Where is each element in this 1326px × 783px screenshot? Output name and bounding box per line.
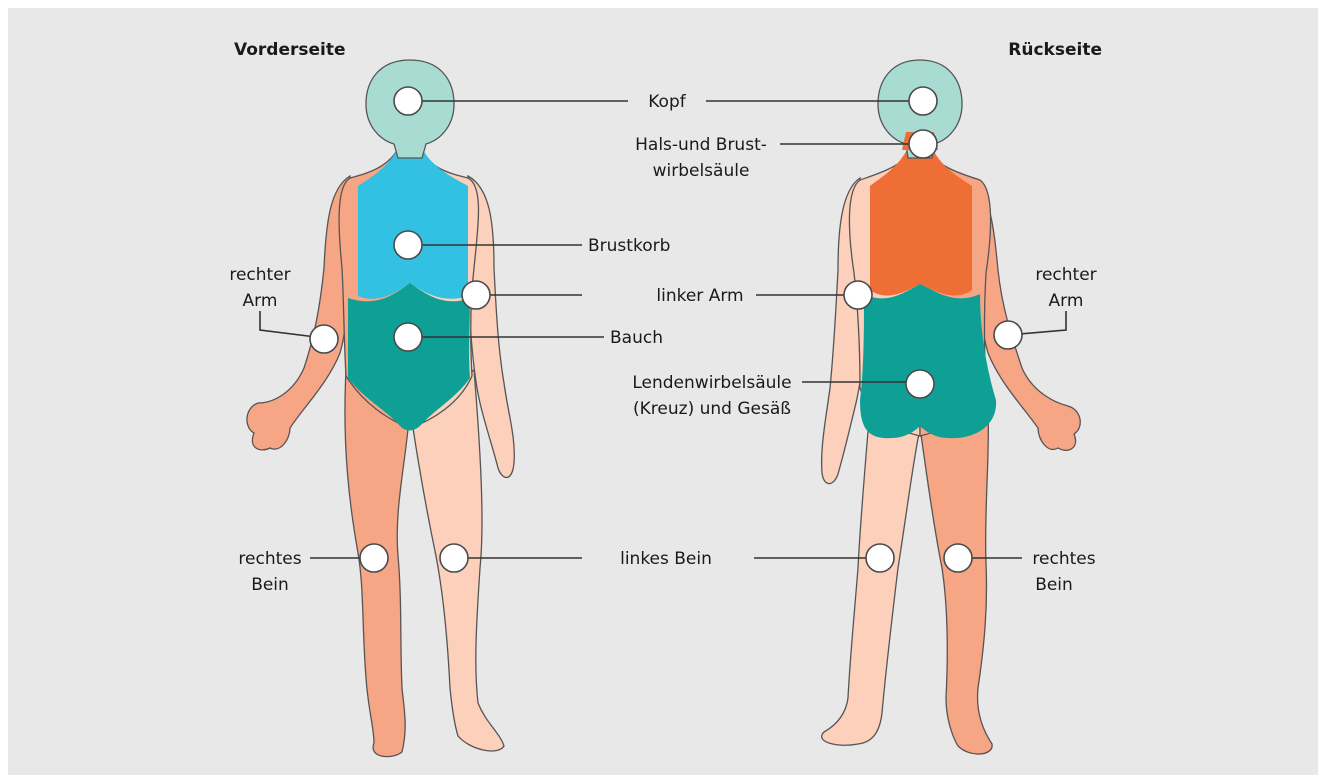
label-hals-line1: Hals-und Brust- bbox=[635, 135, 767, 155]
label-lendenwirbel-line2: (Kreuz) und Gesäß bbox=[633, 399, 791, 419]
marker-front-bauch[interactable] bbox=[394, 323, 422, 351]
front-figure bbox=[247, 60, 514, 757]
label-linkes-bein: linkes Bein bbox=[620, 549, 712, 569]
label-front-rechtes-bein-line2: Bein bbox=[251, 575, 289, 595]
label-front-rechtes-bein-line1: rechtes bbox=[238, 549, 301, 569]
marker-front-rechtes-bein[interactable] bbox=[360, 544, 388, 572]
back-right-leg bbox=[920, 408, 992, 754]
marker-front-rechter-arm[interactable] bbox=[310, 325, 338, 353]
marker-back-linker-arm[interactable] bbox=[844, 281, 872, 309]
marker-front-kopf[interactable] bbox=[394, 87, 422, 115]
body-diagram-svg: Vorderseite Rückseite Kopf Hals-und Brus… bbox=[8, 8, 1318, 775]
label-hals-line2: wirbelsäule bbox=[653, 161, 750, 181]
marker-back-linkes-bein[interactable] bbox=[866, 544, 894, 572]
marker-back-rechter-arm[interactable] bbox=[994, 321, 1022, 349]
marker-back-hals[interactable] bbox=[909, 130, 937, 158]
marker-back-rechtes-bein[interactable] bbox=[944, 544, 972, 572]
marker-back-kopf[interactable] bbox=[909, 87, 937, 115]
label-bauch: Bauch bbox=[610, 328, 663, 348]
label-back-rechtes-bein-line1: rechtes bbox=[1032, 549, 1095, 569]
marker-front-linker-arm[interactable] bbox=[462, 281, 490, 309]
back-figure bbox=[822, 60, 1081, 754]
label-linker-arm: linker Arm bbox=[656, 286, 743, 306]
marker-back-lendenwirbel[interactable] bbox=[906, 370, 934, 398]
label-back-rechter-arm-line2: Arm bbox=[1049, 291, 1084, 311]
label-brustkorb: Brustkorb bbox=[588, 236, 670, 256]
front-right-arm bbox=[247, 176, 350, 450]
label-front-rechter-arm-line1: rechter bbox=[229, 265, 290, 285]
title-back: Rückseite bbox=[1008, 40, 1102, 60]
marker-front-brustkorb[interactable] bbox=[394, 231, 422, 259]
label-kopf: Kopf bbox=[648, 92, 686, 112]
label-back-rechter-arm-line1: rechter bbox=[1035, 265, 1096, 285]
label-lendenwirbel-line1: Lendenwirbelsäule bbox=[632, 373, 791, 393]
title-front: Vorderseite bbox=[234, 40, 346, 60]
body-diagram-figure: Vorderseite Rückseite Kopf Hals-und Brus… bbox=[8, 8, 1318, 775]
back-lower-back-region bbox=[860, 284, 996, 438]
label-back-rechtes-bein-line2: Bein bbox=[1035, 575, 1073, 595]
marker-front-linkes-bein[interactable] bbox=[440, 544, 468, 572]
label-front-rechter-arm-line2: Arm bbox=[243, 291, 278, 311]
